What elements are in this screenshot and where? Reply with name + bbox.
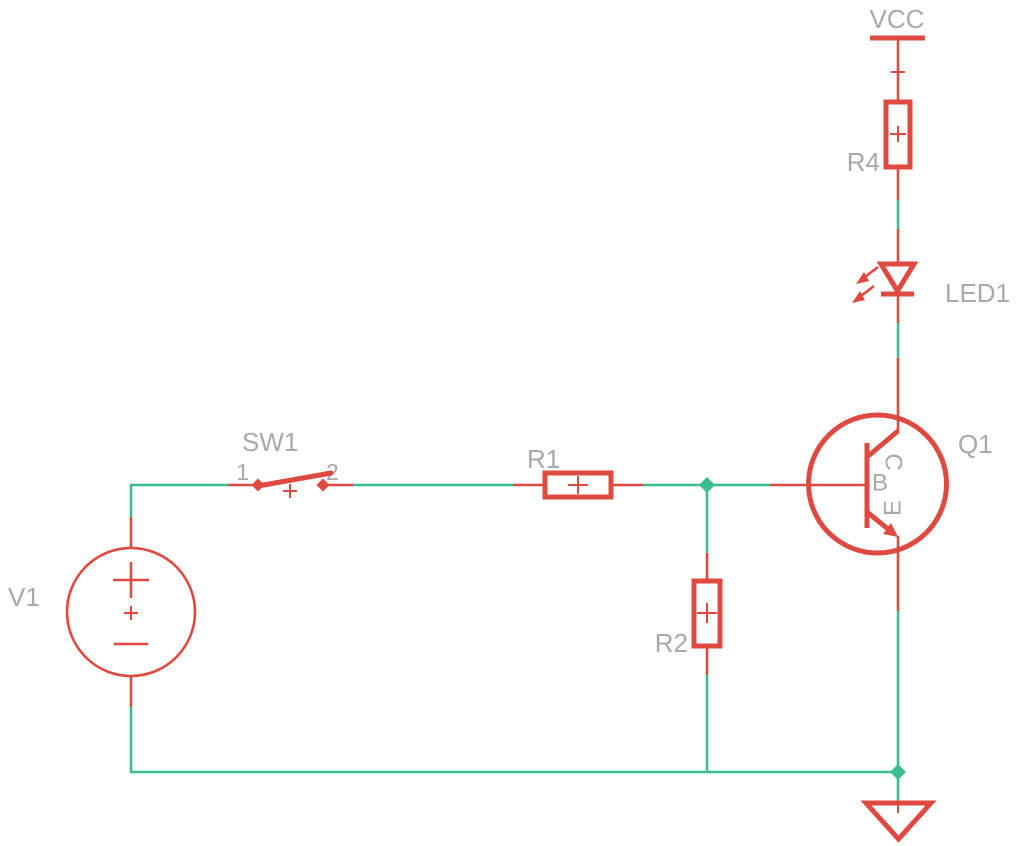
q1-emitter-arrow xyxy=(883,523,898,537)
led1-triangle[interactable] xyxy=(876,261,919,296)
vcc-label[interactable]: VCC xyxy=(870,4,925,34)
junction-dot xyxy=(890,764,906,780)
ground-symbol[interactable] xyxy=(860,800,937,843)
r4-origin-cross xyxy=(890,126,906,142)
power-flag-vcc[interactable]: VCC xyxy=(870,4,925,102)
gnd-triangle[interactable] xyxy=(860,800,937,843)
junction-dot xyxy=(699,477,715,493)
r2-origin-cross xyxy=(697,603,717,623)
q1-pin-label-c: C xyxy=(880,453,907,470)
r1-origin-cross xyxy=(568,476,588,494)
r2-label[interactable]: R2 xyxy=(655,628,688,658)
q1-label[interactable]: Q1 xyxy=(958,429,993,459)
led-led1[interactable]: LED1 xyxy=(852,229,1010,323)
vcc-pin-origin-cross xyxy=(891,65,905,79)
r1-label[interactable]: R1 xyxy=(527,444,560,474)
q1-pin-label-e: E xyxy=(880,500,907,516)
resistor-r4[interactable]: R4 xyxy=(847,99,913,200)
voltage-source-v1[interactable]: V1 xyxy=(8,517,197,707)
wire-bottom-rail[interactable] xyxy=(129,707,898,774)
v1-plus-symbol xyxy=(113,562,149,598)
sw1-origin-cross xyxy=(283,484,297,498)
r4-label[interactable]: R4 xyxy=(847,147,880,177)
resistor-r2[interactable]: R2 xyxy=(655,553,723,675)
sw1-pin-number-1: 1 xyxy=(236,459,249,485)
led1-label[interactable]: LED1 xyxy=(945,278,1010,308)
q1-collector-stroke xyxy=(865,429,900,459)
resistor-r1[interactable]: R1 xyxy=(513,444,643,500)
wire-v1-to-sw1[interactable] xyxy=(129,483,228,517)
transistor-q1[interactable]: C B E Q1 xyxy=(770,358,993,611)
led1-light-arrows xyxy=(852,265,879,303)
v1-label[interactable]: V1 xyxy=(8,582,40,612)
q1-pin-label-b: B xyxy=(872,470,888,497)
sw1-terminal-right xyxy=(316,478,330,492)
sw1-lever[interactable] xyxy=(255,470,334,489)
v1-origin-cross xyxy=(124,606,138,620)
sw1-label[interactable]: SW1 xyxy=(242,427,298,457)
switch-sw1[interactable]: SW1 1 2 xyxy=(228,427,353,498)
